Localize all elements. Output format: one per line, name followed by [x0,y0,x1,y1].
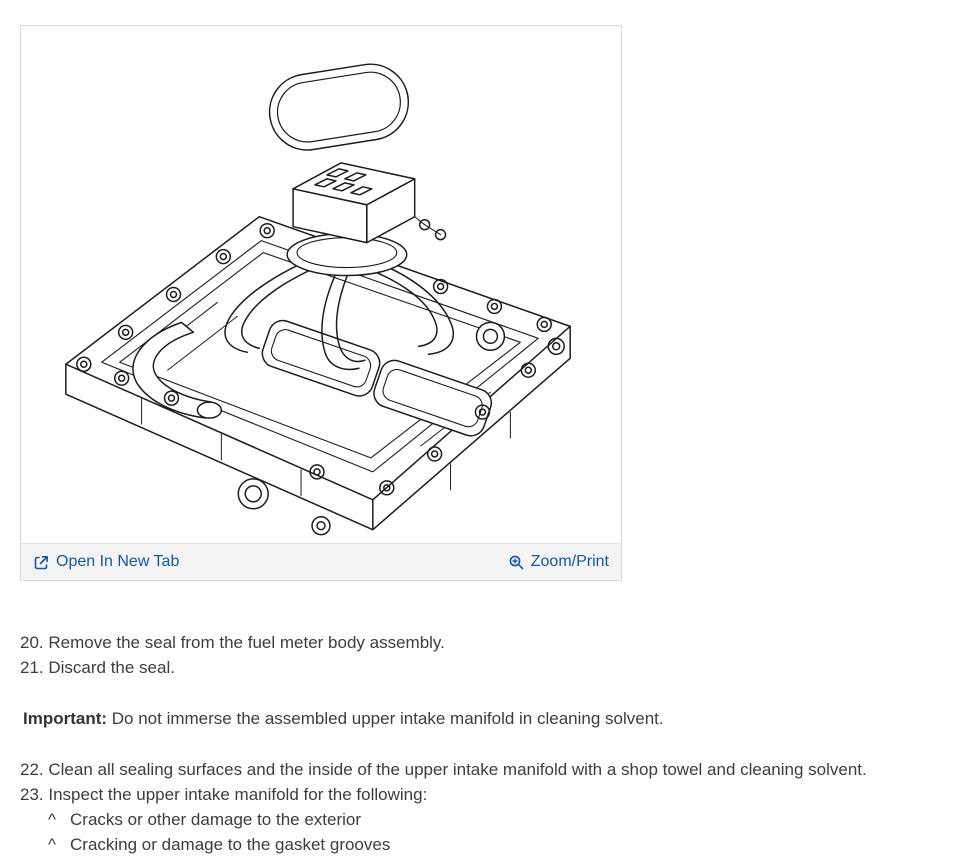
step-21: 21. Discard the seal. [20,658,175,677]
important-note: Important: Do not immerse the assembled … [20,706,963,731]
zoom-magnifier-icon [509,555,524,569]
important-label: Important: [23,709,108,728]
bullet-text: Cracking or damage to the gasket grooves [70,835,391,854]
open-in-new-tab-link[interactable]: Open In New Tab [33,553,179,571]
step-20: 20. Remove the seal from the fuel meter … [20,633,445,652]
bullet-exterior-cracks: ^ Cracks or other damage to the exterior [20,807,963,832]
open-in-new-tab-label: Open In New Tab [56,553,180,570]
zoom-print-link[interactable]: Zoom/Print [508,553,609,571]
bullet-gasket-grooves: ^ Cracking or damage to the gasket groove… [20,832,963,857]
step-23: 23. Inspect the upper intake manifold fo… [20,785,428,804]
figure-toolbar: Open In New Tab Zoom/Print [21,543,621,580]
diagram-area [21,26,621,543]
open-in-new-tab-icon [34,555,48,569]
figure-panel: Open In New Tab Zoom/Print [20,25,622,581]
bullet-marker: ^ [48,810,56,829]
fuel-meter-diagram [65,63,571,536]
important-text: Do not immerse the assembled upper intak… [107,709,664,728]
bullet-text: Cracks or other damage to the exterior [70,810,362,829]
bullet-marker: ^ [48,835,56,854]
step-22: 22. Clean all sealing surfaces and the i… [20,760,867,779]
zoom-print-label: Zoom/Print [530,553,609,570]
instructions: 20. Remove the seal from the fuel meter … [20,630,963,857]
